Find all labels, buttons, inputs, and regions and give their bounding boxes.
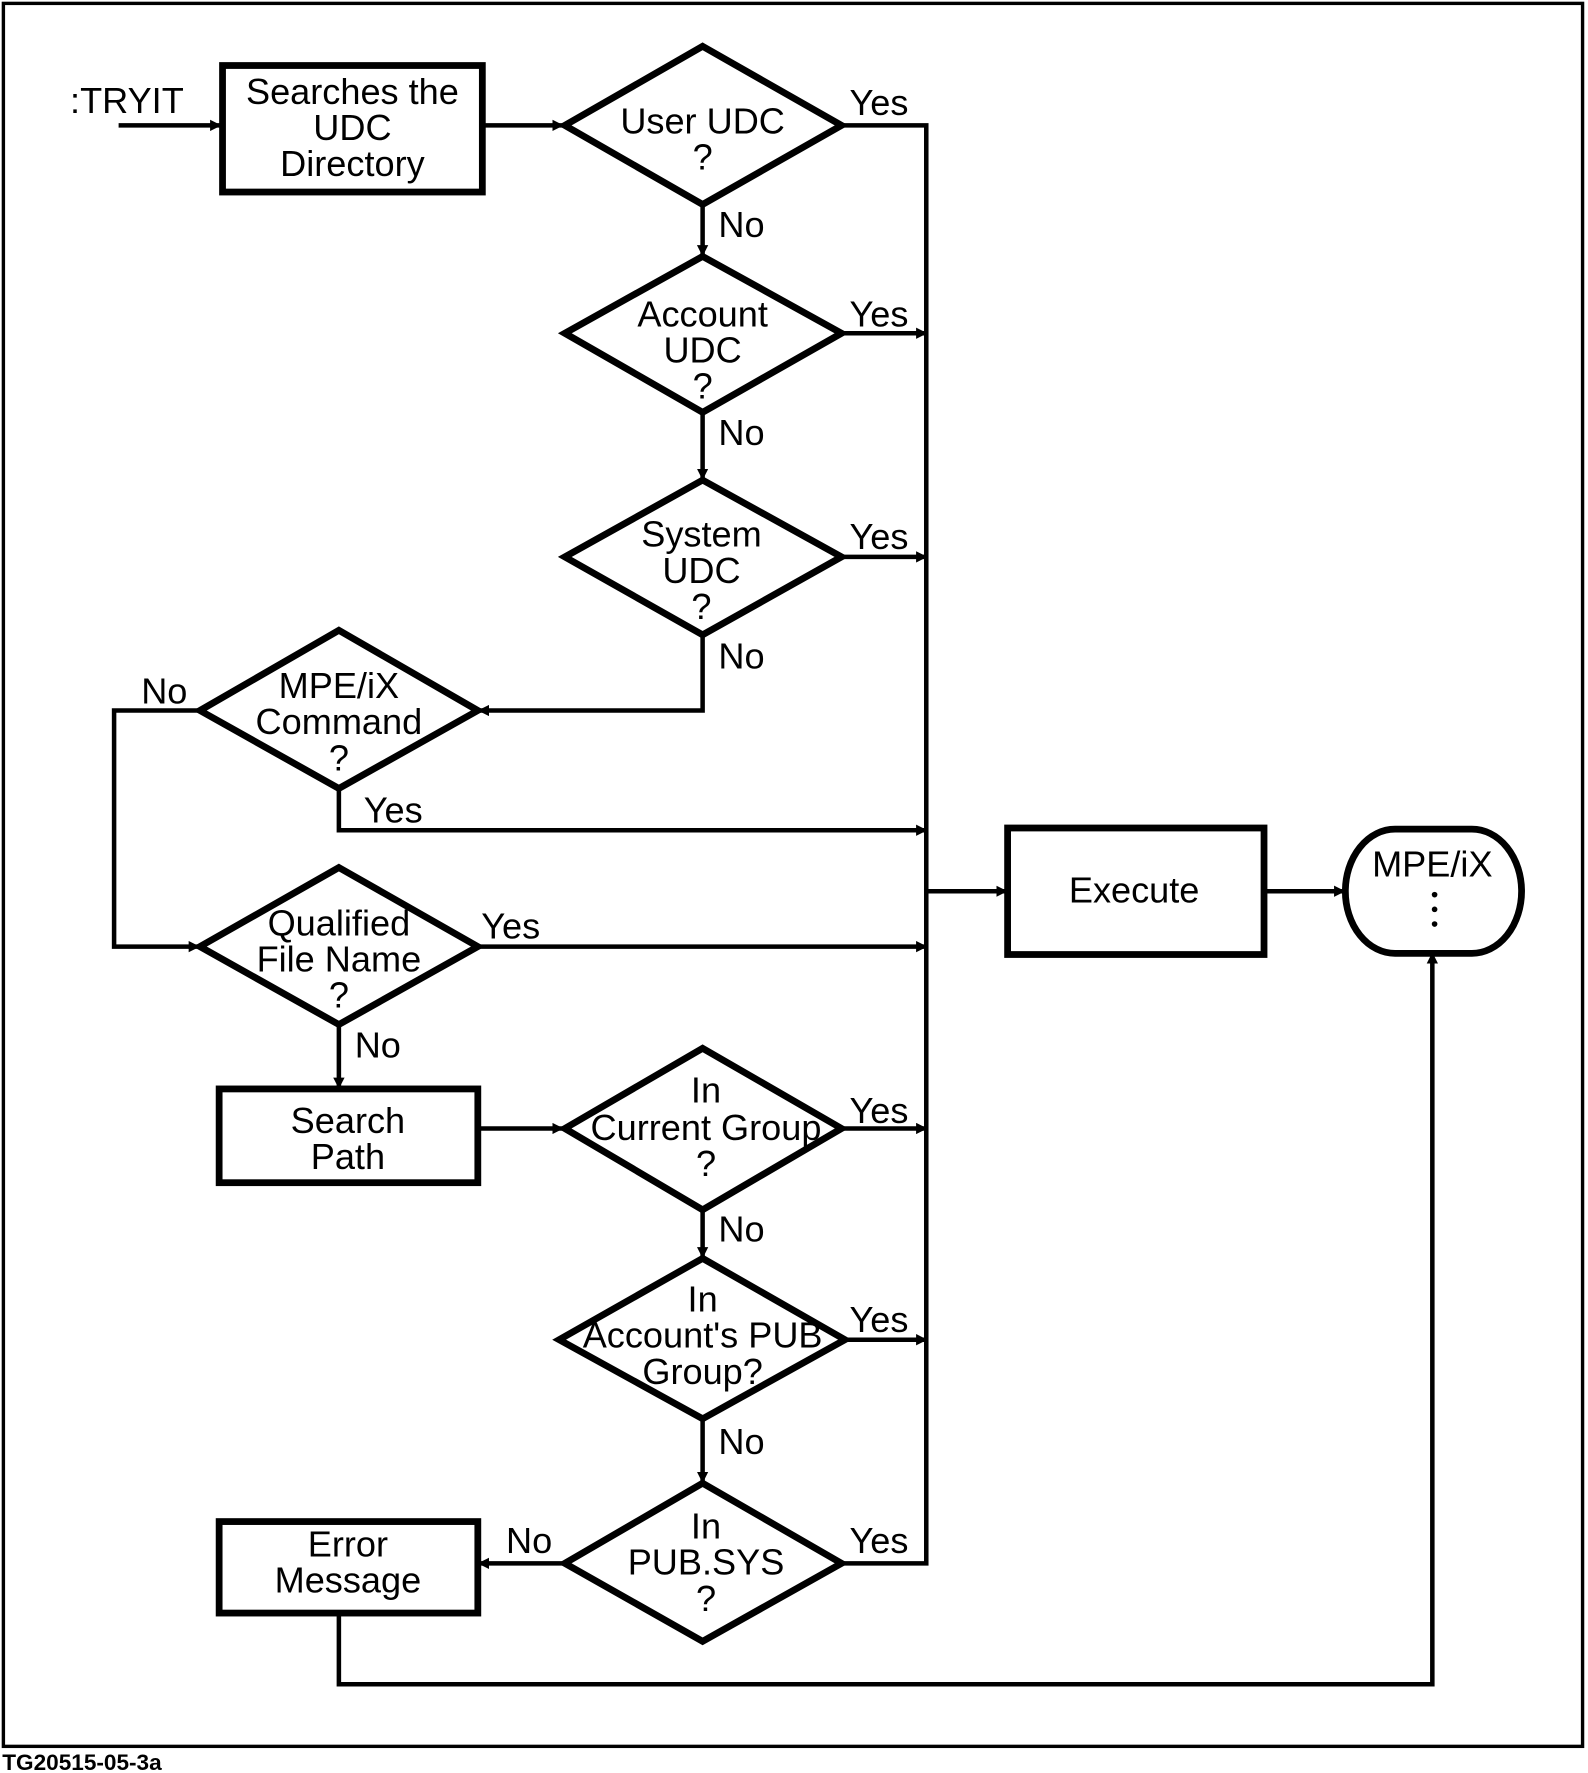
node-execute: Execute [1004,824,1268,958]
in-current-group-line-2: Current Group [591,1107,822,1148]
mpeix-ellipsis-dot-2 [1431,906,1438,913]
node-qualified-file: Qualified File Name ? [193,863,485,1029]
qualified-file-diamond [193,863,485,1029]
label-pub-group-no: No [718,1421,764,1462]
node-system-udc: System UDC ? [557,476,849,639]
in-pub-group-diamond [552,1254,852,1423]
account-udc-diamond [557,252,849,417]
qualified-file-line-1: Qualified [268,902,411,943]
account-udc-line-2: UDC [663,330,741,371]
system-udc-line-2: UDC [662,550,740,591]
user-udc-line-1: User UDC [620,100,785,141]
node-search-path: Search Path [215,1085,482,1187]
in-current-group-line-3: ? [696,1143,716,1184]
label-user-udc-yes: Yes [849,82,908,123]
search-udc-box [219,62,486,196]
label-user-udc-no: No [718,204,764,245]
label-pub-sys-yes: Yes [849,1520,908,1561]
node-error-message: Error Message [215,1518,482,1617]
search-udc-line-1: Searches the [246,71,459,112]
in-pub-group-line-3: Group? [642,1351,763,1392]
node-in-current-group: In Current Group ? [558,1044,849,1214]
system-udc-line-3: ? [691,586,711,627]
label-current-group-yes: Yes [849,1090,908,1131]
error-message-box [215,1518,482,1617]
label-system-udc-yes: Yes [849,516,908,557]
label-account-udc-yes: Yes [849,293,908,334]
edge-mpeix-command-yes [336,789,928,836]
label-pub-sys-no: No [506,1520,552,1561]
system-udc-diamond [557,476,849,639]
node-mpeix: MPE/iX [1341,825,1525,957]
edge-mpeix-command-no [111,708,200,953]
search-udc-line-2: UDC [313,107,391,148]
search-path-line-1: Search [291,1100,405,1141]
edge-system-udc-no [477,635,705,717]
edge-user-udc-yes-collector [843,123,929,1566]
label-mpeix-command-yes: Yes [364,789,423,830]
qualified-file-line-2: File Name [257,938,422,979]
error-message-line-2: Message [275,1560,422,1601]
in-pub-group-line-1: In [688,1278,718,1319]
in-pub-group-line-2: Account's PUB [583,1315,823,1356]
label-current-group-no: No [718,1208,764,1249]
search-path-box [215,1085,482,1187]
label-qualified-no: No [355,1024,401,1065]
in-current-group-line-1: In [691,1069,721,1110]
account-udc-line-1: Account [637,293,768,334]
search-path-line-2: Path [311,1136,385,1177]
node-account-udc: Account UDC ? [557,252,849,417]
execute-label: Execute [1069,870,1200,911]
entry-label: :TRYIT [70,80,184,121]
edge-error-to-mpeix [336,952,1438,1687]
edge-labels: Yes No Yes No Yes No No Yes Yes No Yes N… [141,82,908,1561]
user-udc-line-2: ? [693,136,713,177]
label-system-udc-no: No [718,636,764,677]
mpeix-ellipsis-dot-3 [1431,921,1438,927]
in-pub-sys-line-3: ? [696,1578,716,1619]
execute-box [1004,824,1268,958]
account-udc-line-3: ? [693,366,713,407]
node-in-pub-sys: In PUB.SYS ? [557,1479,849,1646]
label-pub-group-yes: Yes [849,1299,908,1340]
node-in-pub-group: In Account's PUB Group? [552,1254,852,1423]
mpeix-command-line-1: MPE/iX [279,665,399,706]
label-mpeix-command-no: No [141,671,187,712]
in-pub-sys-diamond [557,1479,849,1646]
mpeix-command-diamond [193,626,485,793]
figure-id-caption: TG20515-05-3a [2,1750,162,1773]
mpeix-command-line-2: Command [256,701,423,742]
in-current-group-diamond [558,1044,849,1214]
mpeix-command-line-3: ? [329,737,349,778]
mpeix-ellipsis-dot-1 [1431,891,1438,898]
mpeix-label: MPE/iX [1372,844,1492,885]
in-pub-sys-line-1: In [691,1506,721,1547]
label-account-udc-no: No [718,412,764,453]
error-message-line-1: Error [308,1524,388,1565]
label-qualified-yes: Yes [481,906,540,947]
node-search-udc: Searches the UDC Directory [219,62,486,196]
node-user-udc: User UDC ? [557,42,849,209]
user-udc-diamond [557,42,849,209]
mpeix-terminal [1341,825,1525,957]
qualified-file-line-3: ? [329,975,349,1016]
search-udc-line-3: Directory [280,143,425,184]
edges [111,119,1438,1687]
system-udc-line-1: System [641,514,761,555]
in-pub-sys-line-2: PUB.SYS [628,1542,785,1583]
node-mpeix-command: MPE/iX Command ? [193,626,485,793]
